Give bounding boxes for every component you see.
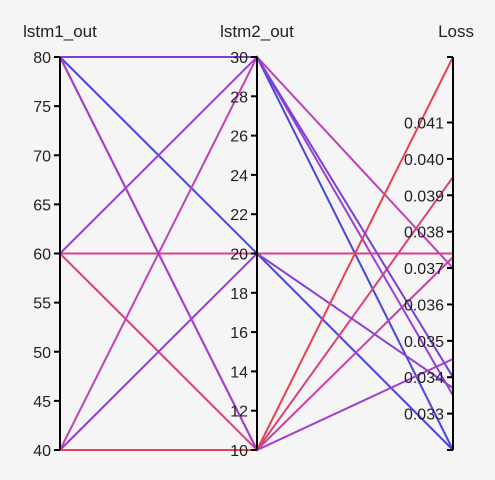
axis-title-lstm1_out: lstm1_out: [23, 22, 97, 41]
tick-label-Loss: 0.037: [404, 261, 444, 278]
tick-label-Loss: 0.035: [404, 334, 444, 351]
tick-label-lstm2_out: 10: [230, 443, 248, 460]
tick-label-Loss: 0.039: [404, 188, 444, 205]
tick-label-Loss: 0.034: [404, 370, 444, 387]
tick-label-lstm1_out: 40: [33, 443, 51, 460]
tick-label-lstm2_out: 16: [230, 325, 248, 342]
tick-label-Loss: 0.040: [404, 152, 444, 169]
tick-label-lstm1_out: 75: [33, 99, 51, 116]
tick-label-lstm2_out: 18: [230, 286, 248, 303]
tick-label-lstm2_out: 20: [230, 247, 248, 264]
tick-label-lstm2_out: 26: [230, 129, 248, 146]
tick-label-lstm2_out: 28: [230, 89, 248, 106]
tick-label-lstm1_out: 65: [33, 197, 51, 214]
axis-Loss: 0.033 0.034 0.035 0.036 0.037 0.038 0.039 0.040…: [404, 22, 474, 451]
axis-title-Loss: Loss: [438, 22, 474, 41]
axis-title-lstm2_out: lstm2_out: [220, 22, 294, 41]
axis-lstm2_out: 10 12 14 16 18 20 22 24 26 28 30 lstm2_out: [220, 22, 294, 460]
tick-label-Loss: 0.033: [404, 407, 444, 424]
tick-label-lstm1_out: 50: [33, 345, 51, 362]
tick-label-lstm2_out: 30: [230, 50, 248, 67]
tick-label-lstm2_out: 12: [230, 404, 248, 421]
axes: 40 45 50 55 60 65 70 75 80 lstm1_out 10 12 14 16 18 20 2…: [23, 22, 474, 460]
tick-label-lstm1_out: 55: [33, 296, 51, 313]
tick-label-lstm2_out: 22: [230, 207, 248, 224]
tick-label-Loss: 0.038: [404, 225, 444, 242]
tick-label-lstm1_out: 60: [33, 247, 51, 264]
tick-label-lstm2_out: 24: [230, 168, 248, 185]
tick-label-Loss: 0.041: [404, 116, 444, 133]
tick-label-lstm1_out: 80: [33, 50, 51, 67]
tick-label-Loss: 0.036: [404, 297, 444, 314]
tick-label-lstm2_out: 14: [230, 364, 248, 381]
tick-label-lstm1_out: 70: [33, 148, 51, 165]
tick-label-lstm1_out: 45: [33, 394, 51, 411]
axis-lstm1_out: 40 45 50 55 60 65 70 75 80 lstm1_out: [23, 22, 97, 460]
